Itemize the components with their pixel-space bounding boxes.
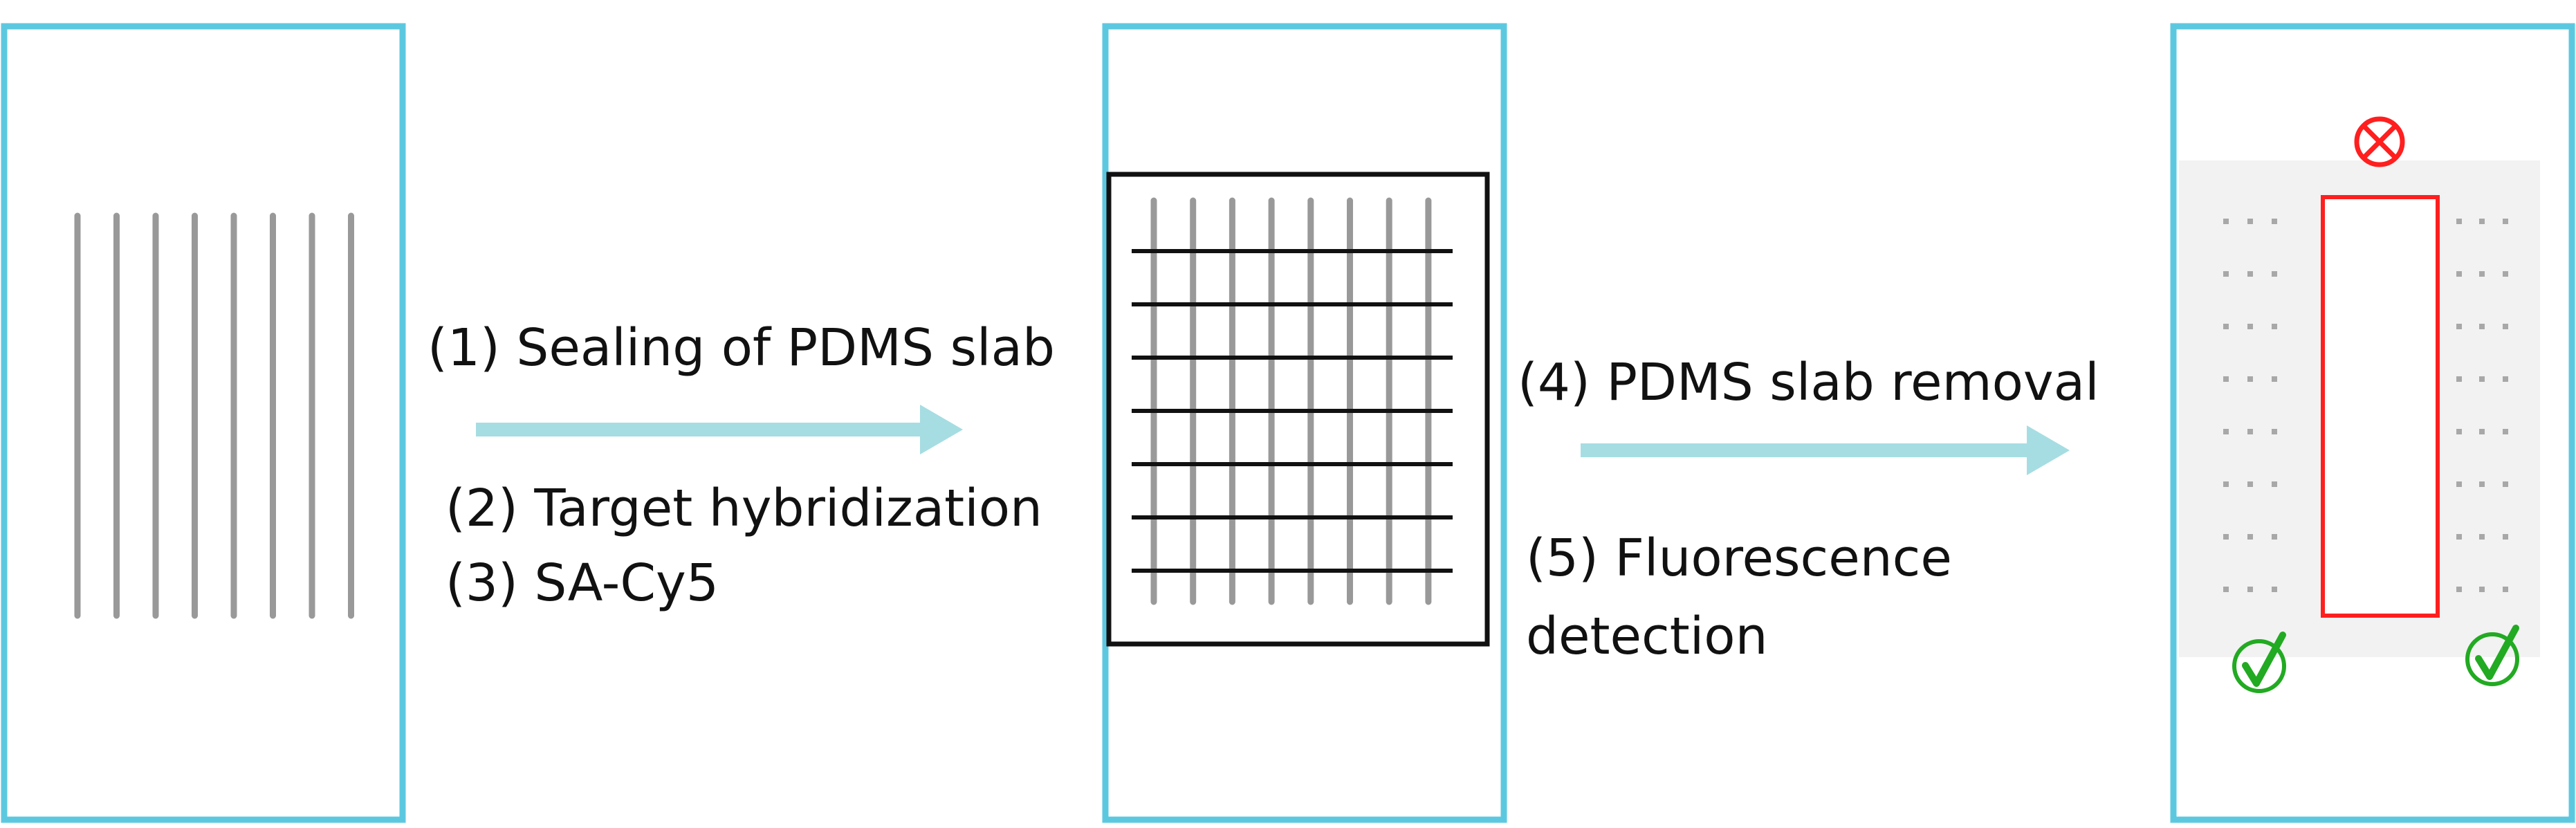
check-circle-icon [2465,625,2519,686]
fluorescence-spot [2503,429,2508,434]
fluorescence-spot [2479,429,2485,434]
fluorescence-spot [2272,534,2277,540]
fluorescence-spot [2456,376,2462,382]
fluorescence-spot [2272,481,2277,487]
removed-region [2321,195,2440,618]
fluorescence-spot [2479,271,2485,277]
fluorescence-spot [2223,219,2229,224]
probe-lines-1 [74,212,354,619]
fluorescence-spot [2503,324,2508,329]
fluorescence-spot [2223,481,2229,487]
step-group-2: (4) PDMS slab removal (5) Fluorescence d… [1518,353,2099,666]
slide-panel-1 [1,23,406,823]
fluorescence-spot [2272,271,2277,277]
fluorescence-spot [2503,481,2508,487]
fluorescence-spot [2223,587,2229,592]
fluorescence-spot [2456,587,2462,592]
fluorescence-spot [2456,534,2462,540]
fluorescence-spot [2223,534,2229,540]
cross-circle-icon [2354,116,2405,167]
fluorescence-spot [2503,376,2508,382]
fluorescence-spot [2479,324,2485,329]
fluorescence-spot [2456,219,2462,224]
fluorescence-spot [2479,219,2485,224]
fluorescence-spot [2272,219,2277,224]
fluorescence-spot [2247,219,2253,224]
step-1-label: (1) Sealing of PDMS slab [427,318,1055,378]
probe-lines-2 [1150,197,1432,605]
fluorescence-spot [2503,534,2508,540]
slide-panel-2 [1102,23,1507,823]
arrow-1 [476,405,963,454]
fluorescence-spot [2223,324,2229,329]
fluorescence-spot [2223,271,2229,277]
fluorescence-spot [2247,481,2253,487]
fluorescence-spot [2247,324,2253,329]
fluorescence-spot [2503,587,2508,592]
fluorescence-spots [2223,219,2508,592]
slide-panel-3 [2170,23,2575,823]
fluorescence-spot [2479,534,2485,540]
fluorescence-spot [2247,429,2253,434]
step-group-1: (1) Sealing of PDMS slab (2) Target hybr… [427,318,1055,613]
arrow-2 [1581,425,2070,475]
step-4-label: (4) PDMS slab removal [1518,353,2099,412]
fluorescence-spot [2479,376,2485,382]
fluorescence-spot [2272,587,2277,592]
fluorescence-spot [2247,376,2253,382]
slide-1-border [1,23,406,823]
fluorescence-spot [2247,271,2253,277]
step-2-label: (2) Target hybridization [445,479,1042,538]
fluorescence-spot [2456,271,2462,277]
fluorescence-spot [2503,219,2508,224]
fluorescence-spot [2247,587,2253,592]
fluorescence-spot [2247,534,2253,540]
fluorescence-spot [2479,587,2485,592]
step-3-label: (3) SA-Cy5 [445,553,719,613]
step-5-label-line2: detection [1526,607,1767,666]
fluorescence-spot [2456,429,2462,434]
fluorescence-spot [2223,429,2229,434]
fluorescence-spot [2456,481,2462,487]
fluorescence-spot [2503,271,2508,277]
fluorescence-spot [2272,324,2277,329]
fluorescence-spot [2272,429,2277,434]
channel-lines [1132,249,1453,573]
fluorescence-spot [2223,376,2229,382]
fluorescence-spot [2456,324,2462,329]
step-5-label-line1: (5) Fluorescence [1526,528,1952,588]
fluorescence-spot [2479,481,2485,487]
check-circle-icon [2232,632,2286,693]
fluorescence-spot [2272,376,2277,382]
